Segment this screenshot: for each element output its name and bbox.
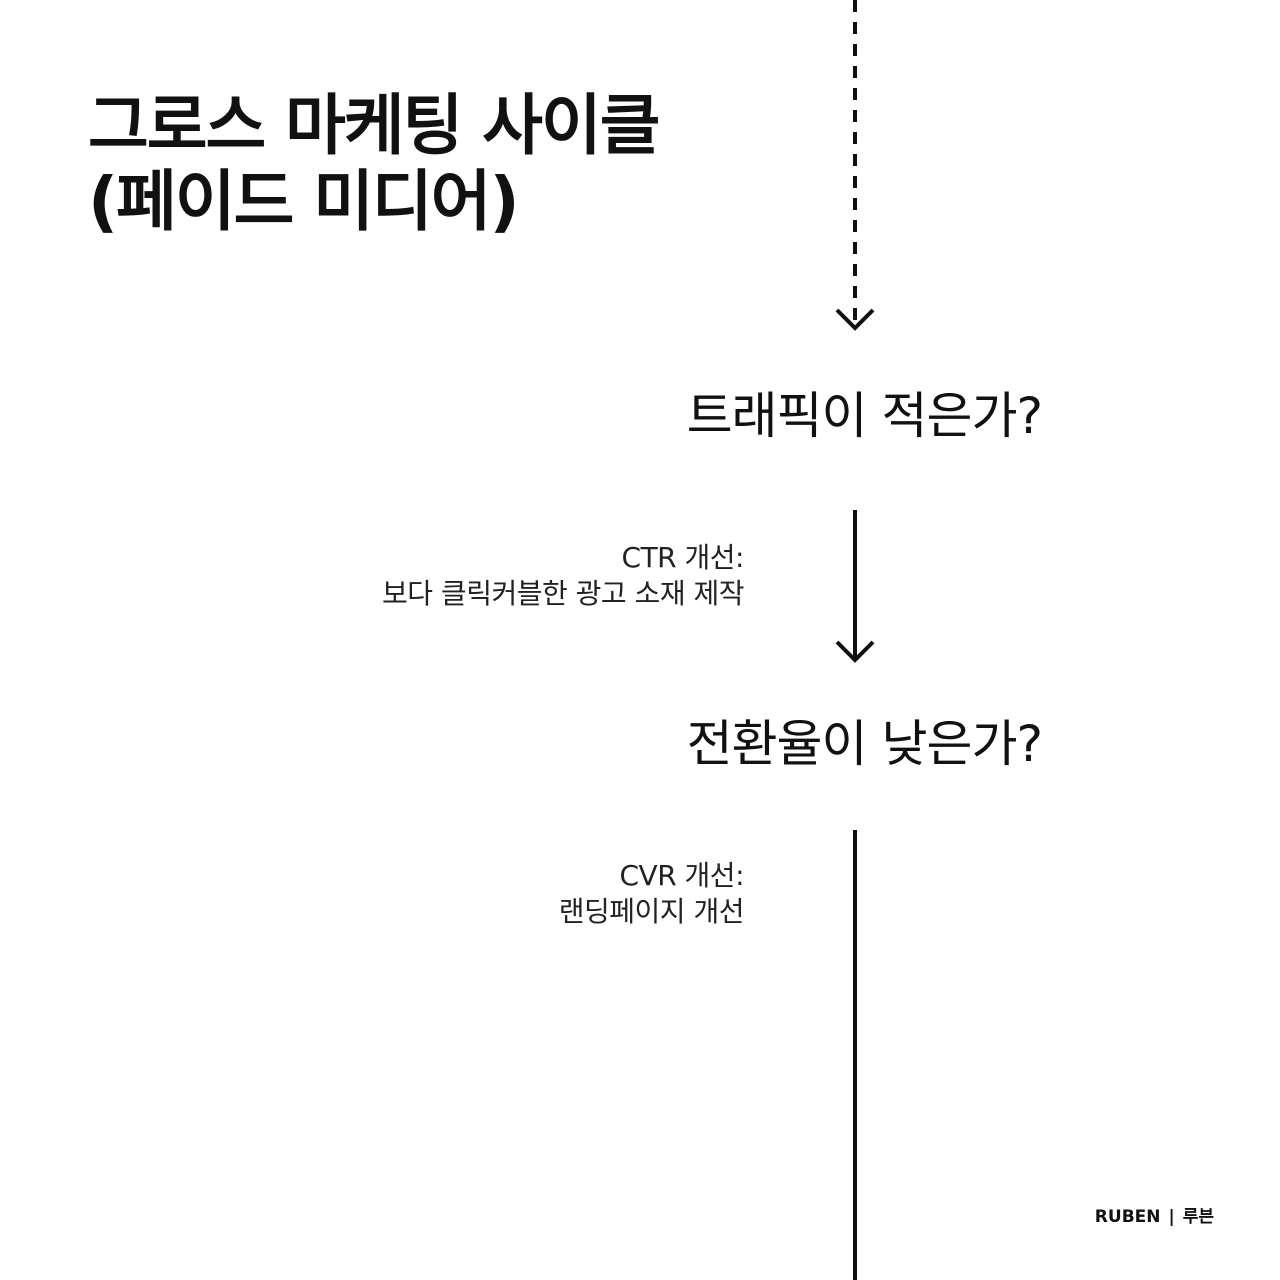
ctr-note-detail: 보다 클릭커블한 광고 소재 제작: [382, 577, 744, 610]
brand-name: RUBEN: [1094, 1207, 1161, 1227]
question-traffic-low: 트래픽이 적은가?: [686, 387, 1043, 445]
arrowhead-down-icon: [835, 640, 875, 663]
ctr-improvement-note: CTR 개선: 보다 클릭커블한 광고 소재 제작: [382, 540, 744, 612]
title-line-2: (페이드 미디어): [88, 163, 520, 240]
brand-signature: RUBEN | 루븐: [1095, 1206, 1214, 1228]
cvr-note-detail: 랜딩페이지 개선: [558, 895, 745, 928]
title-line-1: 그로스 마케팅 사이클: [88, 87, 660, 164]
brand-separator: |: [1168, 1207, 1175, 1227]
arrowhead-down-icon: [835, 308, 875, 331]
cvr-note-heading: CVR 개선:: [619, 859, 744, 892]
page-title: 그로스 마케팅 사이클 (페이드 미디어): [88, 87, 660, 240]
cvr-improvement-note: CVR 개선: 랜딩페이지 개선: [558, 858, 745, 930]
brand-name-korean: 루븐: [1182, 1207, 1214, 1227]
question-conversion-low: 전환율이 낮은가?: [686, 715, 1043, 773]
ctr-note-heading: CTR 개선:: [621, 541, 745, 574]
